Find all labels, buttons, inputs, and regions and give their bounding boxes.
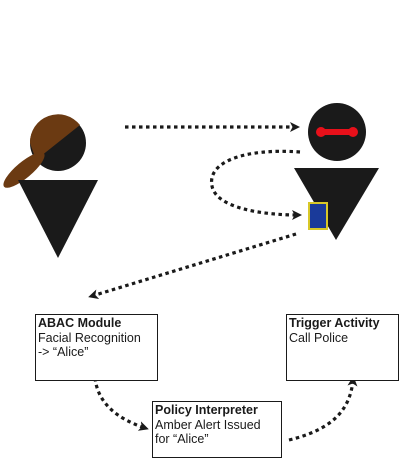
robot-figure-icon [294,103,379,240]
trigger-activity-line-1: Call Police [289,330,349,345]
arrow-device-to-abac [88,232,297,300]
abac-module-line-2: -> “Alice” [38,345,89,359]
child-cap [29,114,80,160]
abac-module-box: ABAC Module Facial Recognition -> “Alice… [35,314,158,381]
child-cap-brim [3,152,45,188]
trigger-activity-title: Trigger Activity [289,316,380,330]
robot-eye-bar-icon [316,127,358,137]
trigger-activity-box: Trigger Activity Call Police [286,314,399,381]
robot-device-icon [308,202,328,230]
child-body [18,180,98,258]
policy-interpreter-line-2: for “Alice” [155,432,209,446]
policy-interpreter-box: Policy Interpreter Amber Alert Issued fo… [152,401,282,458]
policy-interpreter-line-1: Amber Alert Issued [155,417,261,432]
child-figure-icon [3,114,98,258]
arrow-policy-to-trigger [288,376,358,442]
policy-interpreter-title: Policy Interpreter [155,403,258,417]
abac-module-line-1: Facial Recognition [38,330,141,345]
abac-module-title: ABAC Module [38,316,122,330]
robot-body [294,168,379,240]
arrow-abac-to-policy [93,377,149,431]
arrow-robot-to-device [210,149,302,220]
